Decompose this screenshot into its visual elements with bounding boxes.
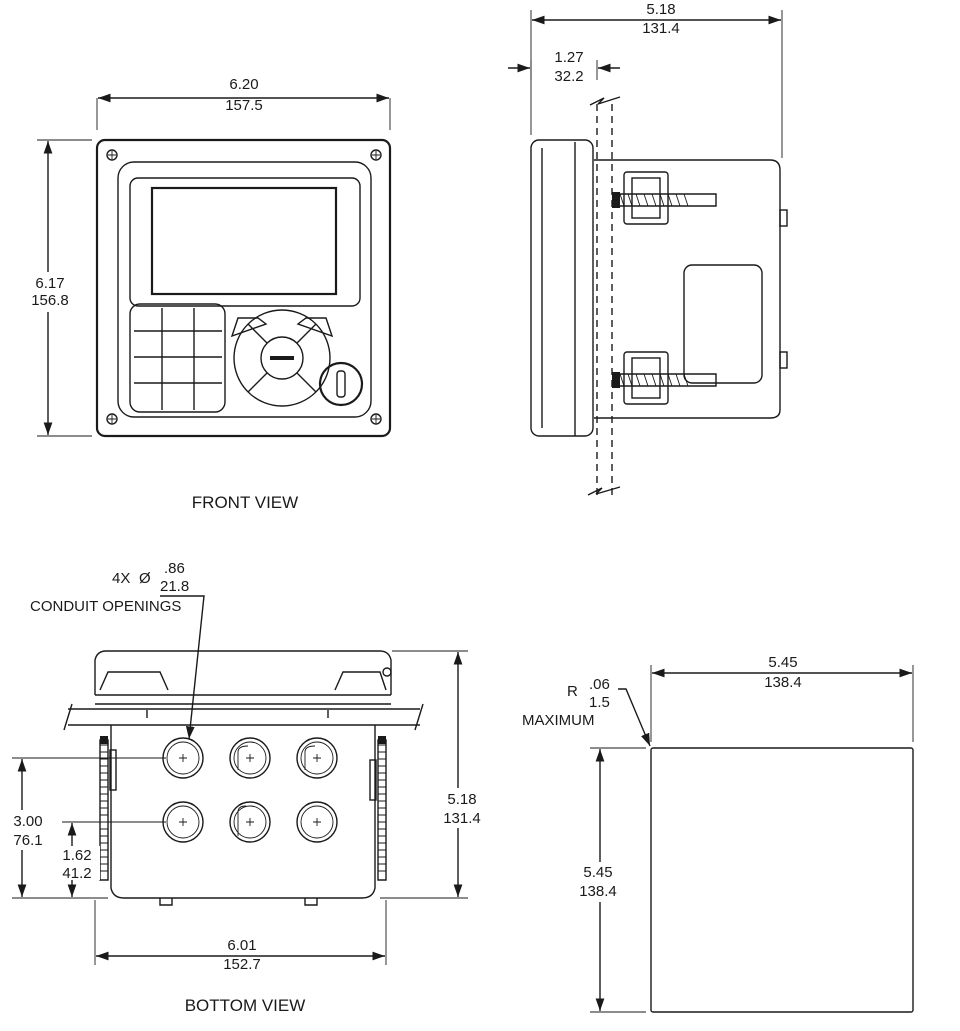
side-bezel [530, 139, 594, 437]
svg-text:Ø: Ø [139, 570, 151, 587]
svg-text:1.62: 1.62 [62, 847, 91, 864]
svg-text:157.5: 157.5 [225, 97, 263, 114]
bottom-row-offset-dimension: 1.62 41.2 [56, 821, 166, 897]
bottom-bezel [94, 650, 392, 695]
bottom-width-dimension: 6.01 152.7 [94, 900, 387, 973]
bottom-housing [110, 725, 376, 899]
front-bezel [95, 138, 392, 438]
svg-text:3.00: 3.00 [13, 813, 42, 830]
bottom-clamp-right [369, 736, 387, 881]
svg-text:MAXIMUM: MAXIMUM [522, 712, 595, 729]
svg-text:21.8: 21.8 [160, 578, 189, 595]
side-clamp-lower [612, 351, 717, 405]
bottom-clamp-left [99, 736, 117, 881]
svg-text:152.7: 152.7 [223, 956, 261, 973]
svg-text:6.01: 6.01 [227, 937, 256, 954]
display-screen [150, 186, 338, 296]
front-width-dimension: 6.20 157.5 [96, 76, 391, 130]
keypad [129, 303, 226, 413]
lock-icon [318, 361, 364, 407]
svg-text:4X: 4X [112, 570, 130, 587]
cutout-radius-note: R .06 1.5 MAXIMUM [522, 676, 651, 747]
conduit-note: 4X Ø .86 21.8 CONDUIT OPENINGS [30, 560, 205, 740]
front-panel [117, 161, 372, 418]
svg-text:76.1: 76.1 [13, 832, 42, 849]
svg-text:131.4: 131.4 [642, 20, 680, 37]
cutout-height-dimension: 5.45 138.4 [572, 747, 646, 1013]
side-bezel-dimension: 1.27 32.2 [508, 49, 620, 85]
svg-text:.06: .06 [589, 676, 610, 693]
svg-text:32.2: 32.2 [554, 68, 583, 85]
svg-text:6.20: 6.20 [229, 76, 258, 93]
svg-text:6.17: 6.17 [35, 275, 64, 292]
svg-text:1.27: 1.27 [554, 49, 583, 66]
svg-text:131.4: 131.4 [443, 810, 481, 827]
svg-text:1.5: 1.5 [589, 694, 610, 711]
front-view-title: FRONT VIEW [192, 493, 298, 512]
panel-cutout-view: 5.45 138.4 5.45 138.4 R .06 1.5 MAXIMUM [522, 654, 914, 1013]
svg-text:.86: .86 [164, 560, 185, 577]
svg-text:5.18: 5.18 [447, 791, 476, 808]
bottom-wall-line [68, 708, 420, 726]
side-view: 5.18 131.4 1.27 32.2 [508, 1, 788, 500]
svg-text:156.8: 156.8 [31, 292, 69, 309]
panel-cutout [650, 747, 914, 1013]
bottom-row-spacing-dimension: 3.00 76.1 [6, 757, 166, 899]
navigation-pad [233, 309, 331, 407]
display-frame [129, 177, 361, 307]
conduit-openings [162, 737, 338, 843]
cutout-width-dimension: 5.45 138.4 [650, 654, 914, 742]
front-height-dimension: 6.17 156.8 [22, 139, 92, 437]
soft-key-left [230, 317, 268, 338]
bottom-height-dimension: 5.18 131.4 [380, 650, 492, 899]
bottom-view: 4X Ø .86 21.8 CONDUIT OPENINGS 5.18 131.… [6, 560, 492, 1015]
svg-text:5.45: 5.45 [583, 864, 612, 881]
soft-key-right [296, 317, 334, 338]
svg-text:138.4: 138.4 [764, 674, 802, 691]
side-clamp-upper [612, 171, 717, 225]
side-housing [594, 159, 781, 419]
side-label-window [683, 264, 763, 384]
svg-text:5.45: 5.45 [768, 654, 797, 671]
svg-text:5.18: 5.18 [646, 1, 675, 18]
svg-text:CONDUIT OPENINGS: CONDUIT OPENINGS [30, 598, 181, 615]
bottom-view-title: BOTTOM VIEW [185, 996, 306, 1015]
svg-text:R: R [567, 683, 578, 700]
side-depth-dimension: 5.18 131.4 [530, 1, 783, 158]
svg-text:41.2: 41.2 [62, 865, 91, 882]
front-view: 6.20 157.5 6.17 156.8 FRONT VIEW [22, 76, 392, 512]
svg-text:138.4: 138.4 [579, 883, 617, 900]
front-screws [106, 149, 382, 425]
